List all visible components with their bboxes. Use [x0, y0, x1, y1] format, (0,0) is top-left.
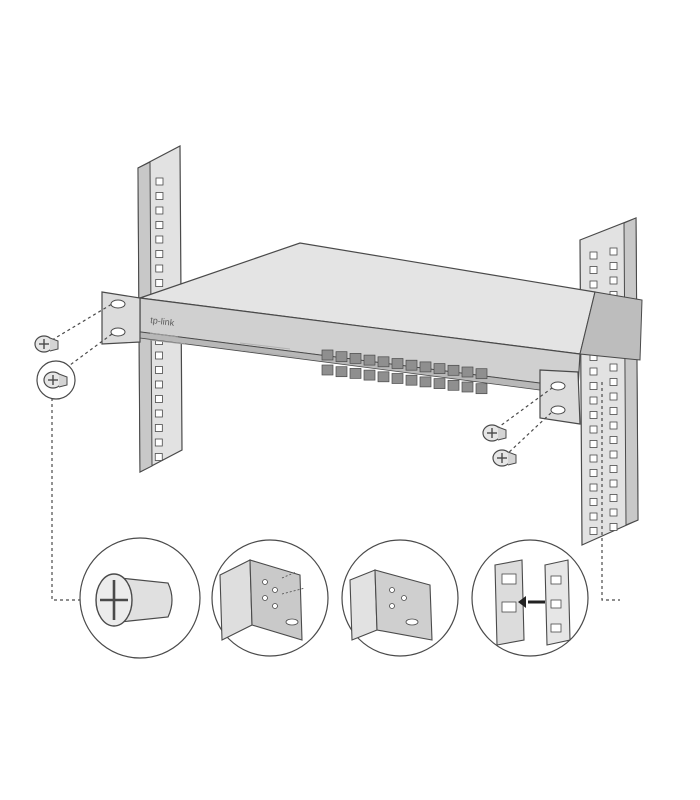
screw-icon	[34, 335, 59, 353]
detail-bracket-attach-1	[211, 539, 329, 657]
rack-hole	[155, 221, 164, 229]
detail-screw-closeup	[79, 537, 201, 659]
rack-hole	[609, 494, 618, 502]
rack-hole	[155, 206, 164, 215]
screw-icon	[482, 424, 507, 442]
rack-hole	[609, 363, 618, 372]
rack-hole	[589, 498, 598, 506]
switch-label-lines	[149, 332, 301, 358]
rack-hole	[609, 407, 618, 415]
rack-hole	[589, 382, 598, 390]
rack-hole	[155, 366, 163, 374]
ethernet-port	[377, 356, 390, 368]
rack-hole	[609, 247, 618, 256]
rack-hole	[155, 279, 164, 287]
ethernet-port	[363, 354, 376, 366]
rack-hole	[155, 380, 163, 389]
rack-hole	[155, 192, 164, 200]
rack-hole	[155, 264, 164, 273]
rack-hole	[589, 483, 598, 492]
detail-rack-insert	[471, 539, 589, 657]
ethernet-port	[321, 349, 334, 361]
rack-hole	[609, 421, 618, 430]
ethernet-port	[405, 374, 418, 386]
rack-hole	[609, 276, 618, 285]
left-mounting-bracket	[101, 291, 141, 345]
rack-hole	[155, 235, 164, 244]
ethernet-port	[377, 371, 390, 383]
screw-icon	[492, 449, 517, 467]
rack-hole	[609, 436, 618, 444]
ethernet-port	[447, 379, 460, 391]
rack-hole	[154, 409, 163, 418]
detail-bracket-attach-2	[341, 539, 459, 657]
arrow-icon	[518, 596, 545, 608]
right-mounting-bracket	[539, 369, 581, 425]
rack-hole	[154, 395, 163, 403]
rack-hole	[609, 523, 618, 531]
rack-hole	[589, 469, 598, 477]
ethernet-port	[475, 368, 488, 380]
ethernet-ports	[321, 349, 488, 395]
rack-hole	[609, 479, 618, 488]
rack-hole	[589, 280, 598, 289]
ethernet-port	[447, 364, 460, 376]
ethernet-port	[391, 373, 404, 384]
brand-logo-text: tp-link	[150, 315, 176, 328]
rack-hole	[589, 367, 598, 376]
ethernet-port	[475, 383, 488, 395]
rack-hole	[589, 512, 598, 521]
ethernet-port	[391, 358, 404, 369]
rack-hole	[589, 266, 598, 274]
rack-hole	[589, 251, 598, 260]
ethernet-port	[349, 368, 362, 379]
rack-hole	[609, 465, 618, 473]
ethernet-port	[335, 351, 348, 363]
dashed-guides	[51, 303, 620, 601]
rack-hole	[609, 378, 618, 386]
ethernet-port	[461, 381, 474, 393]
ethernet-port	[349, 353, 362, 364]
screw-magnified-circle	[36, 360, 76, 400]
ethernet-port	[321, 364, 334, 376]
ethernet-port	[433, 363, 446, 374]
ethernet-port	[433, 378, 446, 389]
ethernet-port	[405, 359, 418, 371]
rack-hole	[154, 438, 163, 447]
rack-hole	[155, 250, 164, 258]
rack-hole	[609, 450, 618, 459]
ethernet-port	[363, 369, 376, 381]
rack-hole	[155, 177, 164, 186]
rack-hole	[589, 411, 598, 419]
rack-hole	[154, 424, 163, 432]
rack-hole	[589, 425, 598, 434]
rack-hole	[609, 508, 618, 517]
rack-hole	[155, 351, 163, 360]
ethernet-port	[419, 361, 432, 373]
ethernet-port	[419, 376, 432, 388]
ethernet-port	[335, 366, 348, 378]
rack-hole	[589, 527, 598, 535]
right-rack-post	[579, 217, 639, 546]
network-switch: tp-link	[139, 242, 643, 396]
ethernet-port	[461, 366, 474, 378]
rack-hole	[609, 392, 618, 401]
rack-hole	[589, 454, 598, 463]
rack-hole	[589, 396, 598, 405]
rack-hole	[589, 440, 598, 448]
rack-hole	[609, 262, 618, 270]
rack-hole	[154, 453, 163, 461]
